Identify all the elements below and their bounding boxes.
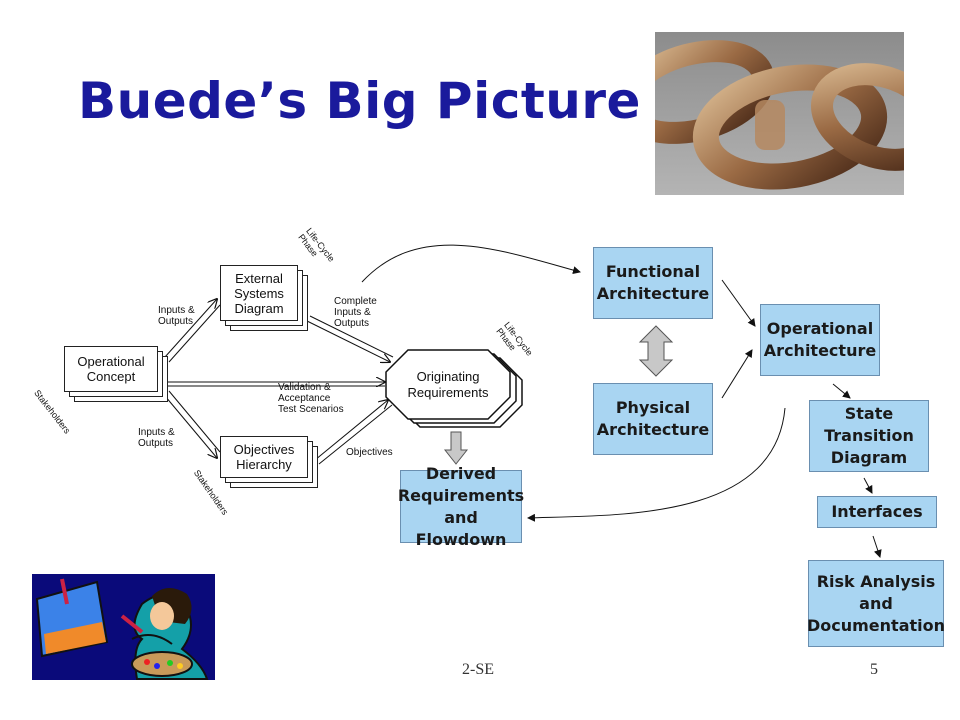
physical-architecture-label: Physical Architecture [596, 398, 710, 439]
functional-architecture-label: Functional Architecture [596, 262, 710, 303]
derived-requirements-box: Derived Requirements and Flowdown [398, 464, 524, 549]
operational-architecture-box: Operational Architecture [760, 304, 880, 376]
objectives-label: Objectives [346, 447, 393, 458]
complete-inputs-outputs-label: Complete Inputs & Outputs [334, 296, 377, 329]
arrow-interfaces-risk [872, 535, 882, 558]
operational-architecture-label: Operational Architecture [763, 319, 877, 360]
chain-photo [655, 32, 904, 195]
life-cycle-phase-right-label: Life-Cycle Phase [494, 320, 535, 358]
interfaces-label: Interfaces [831, 502, 923, 521]
inputs-outputs-bottom-label: Inputs & Outputs [138, 427, 175, 449]
operational-concept-label: Operational Concept [77, 354, 145, 384]
objectives-hierarchy-stack: Objectives Hierarchy [220, 436, 318, 488]
curve-to-functional [361, 244, 581, 283]
slide-title: Buede’s Big Picture [78, 72, 641, 130]
derived-requirements-label: Derived Requirements and Flowdown [397, 463, 525, 549]
external-systems-label: External Systems Diagram [234, 270, 284, 316]
risk-analysis-box: Risk Analysis and Documentation [806, 560, 946, 647]
arrow-physical-operational [721, 349, 753, 399]
physical-architecture-box: Physical Architecture [593, 383, 713, 455]
footer-center: 2-SE [462, 661, 494, 678]
state-transition-label: State Transition Diagram [824, 404, 914, 467]
objectives-hierarchy-label: Objectives Hierarchy [233, 442, 295, 472]
operational-concept-stack: Operational Concept [64, 346, 168, 402]
interfaces-box: Interfaces [817, 496, 937, 528]
life-cycle-phase-top-label: Life-Cycle Phase [296, 226, 337, 264]
functional-architecture-box: Functional Architecture [593, 247, 713, 319]
state-transition-box: State Transition Diagram [809, 400, 929, 472]
inputs-outputs-top-label: Inputs & Outputs [158, 305, 195, 327]
originating-requirements-label: Originating Requirements [407, 369, 489, 400]
external-systems-stack: External Systems Diagram [220, 265, 308, 331]
risk-analysis-label: Risk Analysis and Documentation [806, 571, 946, 635]
artist-clipart [32, 574, 215, 680]
footer-page-number: 5 [870, 661, 878, 678]
validation-label: Validation & Acceptance Test Scenarios [278, 382, 344, 415]
down-block-arrow [443, 431, 469, 465]
arrow-functional-operational [721, 279, 756, 327]
double-block-arrow [638, 325, 674, 377]
arrow-operational-state [832, 383, 851, 399]
arrow-state-interfaces [863, 477, 873, 494]
